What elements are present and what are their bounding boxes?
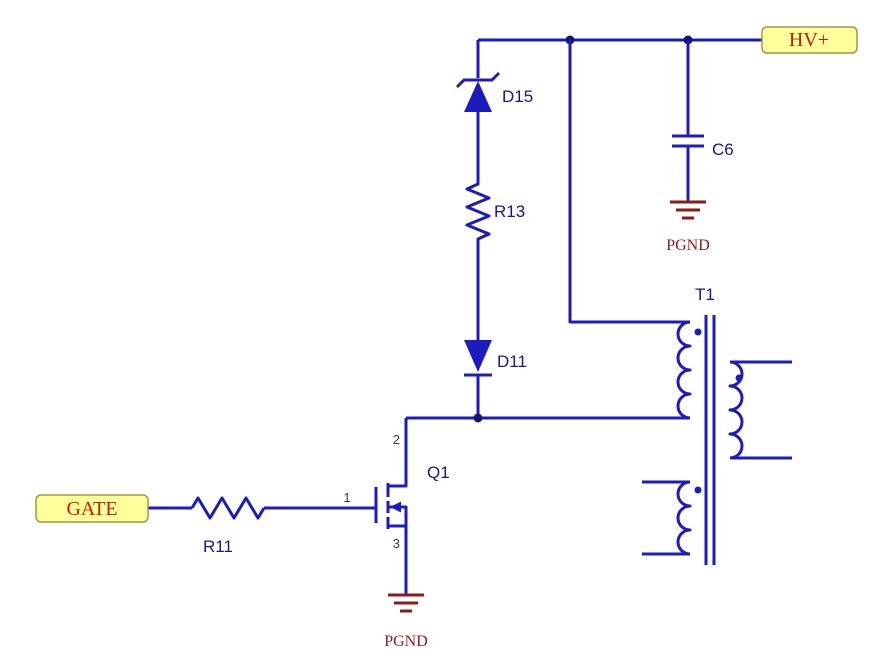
mosfet-arrow-icon xyxy=(390,501,401,513)
ground-label-c6: PGND xyxy=(666,237,710,254)
port-gate-label: GATE xyxy=(66,498,117,520)
port-hv-box xyxy=(761,26,858,54)
aux-winding xyxy=(676,480,692,556)
pin-number-gate: 1 xyxy=(343,490,350,505)
designator-r11: R11 xyxy=(203,537,233,556)
ground-icon xyxy=(670,200,706,220)
ground-label-q1: PGND xyxy=(384,633,428,650)
pin-number-drain: 2 xyxy=(393,432,400,447)
net-hv-rail xyxy=(478,35,762,45)
resistor-r13: R13 xyxy=(465,178,525,340)
net-switch-node xyxy=(406,413,690,423)
diode-d11: D11 xyxy=(464,340,527,418)
ground-symbol-c6: PGND xyxy=(666,200,710,254)
resistor-r11: R11 xyxy=(148,496,376,556)
designator-d11: D11 xyxy=(497,352,527,371)
zener-diode-d15: D15 xyxy=(455,40,533,178)
port-hv-label: HV+ xyxy=(789,29,829,51)
junction-dot xyxy=(473,413,483,423)
designator-c6: C6 xyxy=(712,140,734,159)
port-hv-plus: HV+ xyxy=(761,26,858,54)
polarity-dot xyxy=(694,328,702,336)
primary-winding xyxy=(676,320,692,420)
polarity-dot xyxy=(735,374,743,382)
transformer-t1: T1 xyxy=(568,40,792,565)
core-lines xyxy=(704,315,716,565)
designator-t1: T1 xyxy=(695,285,715,304)
designator-d15: D15 xyxy=(502,87,533,106)
pin-number-source: 3 xyxy=(393,536,400,551)
polarity-dot xyxy=(694,486,702,494)
designator-r13: R13 xyxy=(494,202,525,221)
ground-icon xyxy=(388,593,424,613)
designator-q1: Q1 xyxy=(427,463,450,482)
port-gate-box xyxy=(35,494,149,523)
ground-symbol-q1: PGND xyxy=(384,593,428,650)
port-gate: GATE xyxy=(35,494,149,523)
mosfet-q1: 2 3 1 Q1 xyxy=(343,418,450,595)
capacitor-c6: C6 xyxy=(672,40,734,202)
